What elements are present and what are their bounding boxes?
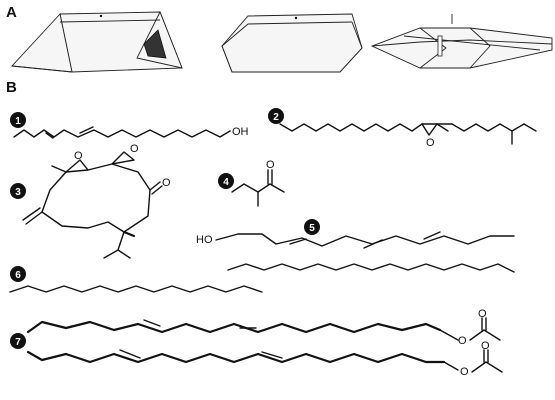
compound-7-number: 7 bbox=[15, 337, 21, 348]
compound-4-number: 4 bbox=[223, 177, 229, 188]
compound-4: 4 O bbox=[218, 159, 285, 207]
compound-4-ketone-o: O bbox=[266, 159, 275, 171]
compound-7-ester-o1: O bbox=[458, 335, 467, 347]
compound-2: 2 O bbox=[268, 108, 537, 149]
compound-3-epoxide-o1: O bbox=[74, 150, 83, 162]
compound-1-number: 1 bbox=[15, 116, 21, 127]
panel-a-label: A bbox=[6, 4, 17, 21]
compound-6: 6 bbox=[9, 266, 263, 293]
panel-b-label: B bbox=[6, 79, 17, 96]
compound-3-number: 3 bbox=[15, 187, 21, 198]
compound-2-number: 2 bbox=[273, 112, 279, 123]
compound-3: 3 O O O bbox=[10, 143, 171, 259]
compound-1: 1 OH bbox=[10, 112, 249, 139]
compound-6-number: 6 bbox=[15, 270, 21, 281]
compound-7-carbonyl-o1: O bbox=[478, 308, 487, 320]
compound-5-hydroxyl: HO bbox=[196, 234, 213, 246]
compound-7: 7 O O O O bbox=[10, 308, 503, 378]
compound-5-number: 5 bbox=[309, 223, 315, 234]
compound-2-epoxide-o: O bbox=[426, 137, 435, 149]
delta-trap-3 bbox=[370, 14, 553, 69]
compound-3-epoxide-o2: O bbox=[130, 143, 139, 155]
delta-trap-1 bbox=[11, 10, 183, 73]
delta-trap-2 bbox=[221, 13, 363, 73]
compound-3-ketone-o: O bbox=[162, 177, 171, 189]
compound-1-hydroxyl: OH bbox=[232, 126, 249, 138]
compound-7-carbonyl-o2: O bbox=[481, 340, 490, 352]
compound-7-ester-o2: O bbox=[460, 366, 469, 378]
compound-5: 5 HO bbox=[196, 219, 515, 273]
